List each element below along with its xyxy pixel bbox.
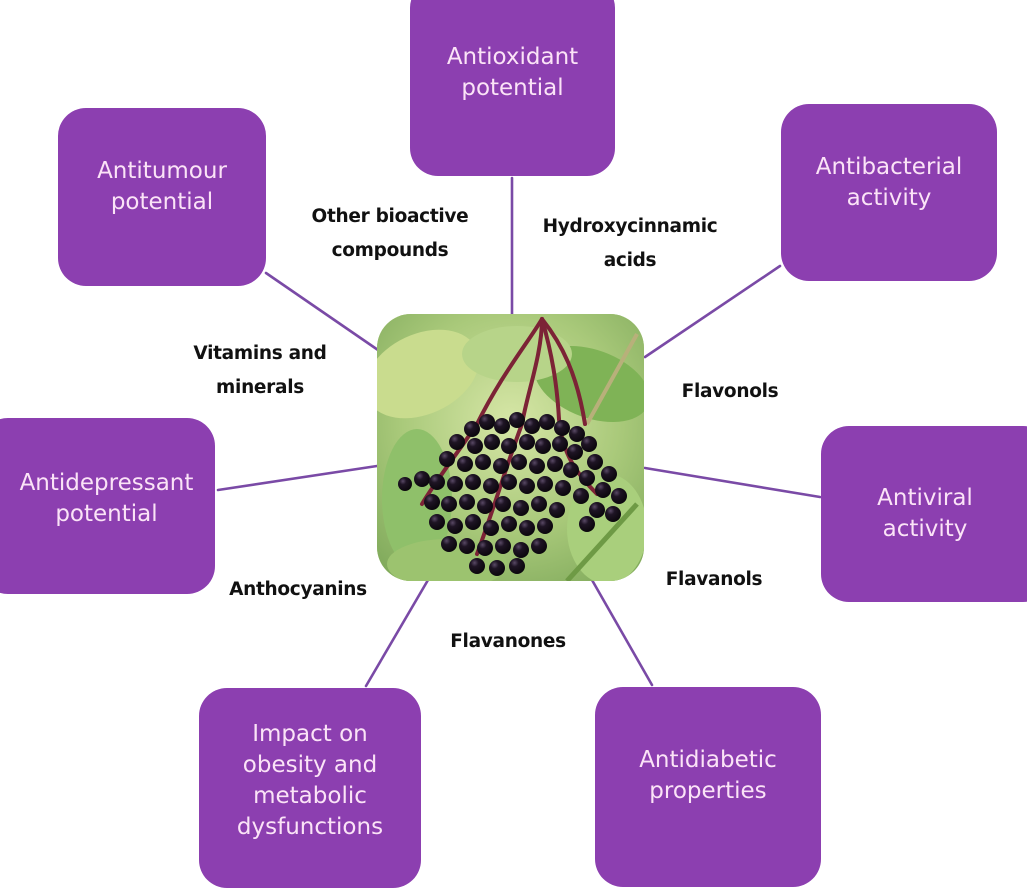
box-antidepressant-text: Antidepressant potential bbox=[19, 470, 194, 527]
box-antidiabetic-text: Antidiabetic properties bbox=[639, 747, 777, 804]
label-other-bioactive-compounds: Other bioactive compounds bbox=[311, 206, 469, 261]
connector-antidiabetic bbox=[590, 578, 654, 687]
connector-lines bbox=[216, 176, 822, 688]
box-antitumour-potential: Antitumour potential bbox=[58, 108, 266, 286]
connector-antibacterial bbox=[643, 264, 782, 359]
box-antioxidant-potential: Antioxidant potential bbox=[410, 0, 615, 176]
connector-antidepressant bbox=[216, 464, 379, 492]
box-antidiabetic-properties: Antidiabetic properties bbox=[595, 687, 821, 887]
elderberry-photo bbox=[377, 314, 644, 581]
box-obesity-metabolic: Impact on obesity and metabolic dysfunct… bbox=[199, 688, 421, 888]
label-flavonols: Flavonols bbox=[681, 381, 779, 402]
label-vitamins-minerals: Vitamins and minerals bbox=[193, 343, 327, 398]
label-anthocyanins: Anthocyanins bbox=[229, 579, 367, 600]
label-hydroxycinnamic-acids: Hydroxycinnamic acids bbox=[542, 216, 718, 271]
label-flavanones: Flavanones bbox=[450, 631, 566, 652]
elderberry-image-icon bbox=[377, 314, 644, 581]
box-antiviral-text: Antiviral activity bbox=[877, 485, 973, 542]
box-antibacterial-activity: Antibacterial activity bbox=[781, 104, 997, 281]
box-antioxidant-text: Antioxidant potential bbox=[446, 44, 579, 101]
connector-antitumour bbox=[264, 271, 380, 352]
box-antidepressant-potential: Antidepressant potential bbox=[0, 418, 215, 594]
box-antibacterial-text: Antibacterial activity bbox=[815, 153, 963, 211]
connector-obesity bbox=[364, 578, 430, 688]
box-antiviral-activity: Antiviral activity bbox=[821, 426, 1027, 602]
box-obesity-text: Impact on obesity and metabolic dysfunct… bbox=[236, 721, 384, 840]
label-flavanols: Flavanols bbox=[665, 569, 763, 590]
box-antitumour-text: Antitumour potential bbox=[97, 158, 227, 215]
connector-antiviral bbox=[643, 466, 822, 499]
